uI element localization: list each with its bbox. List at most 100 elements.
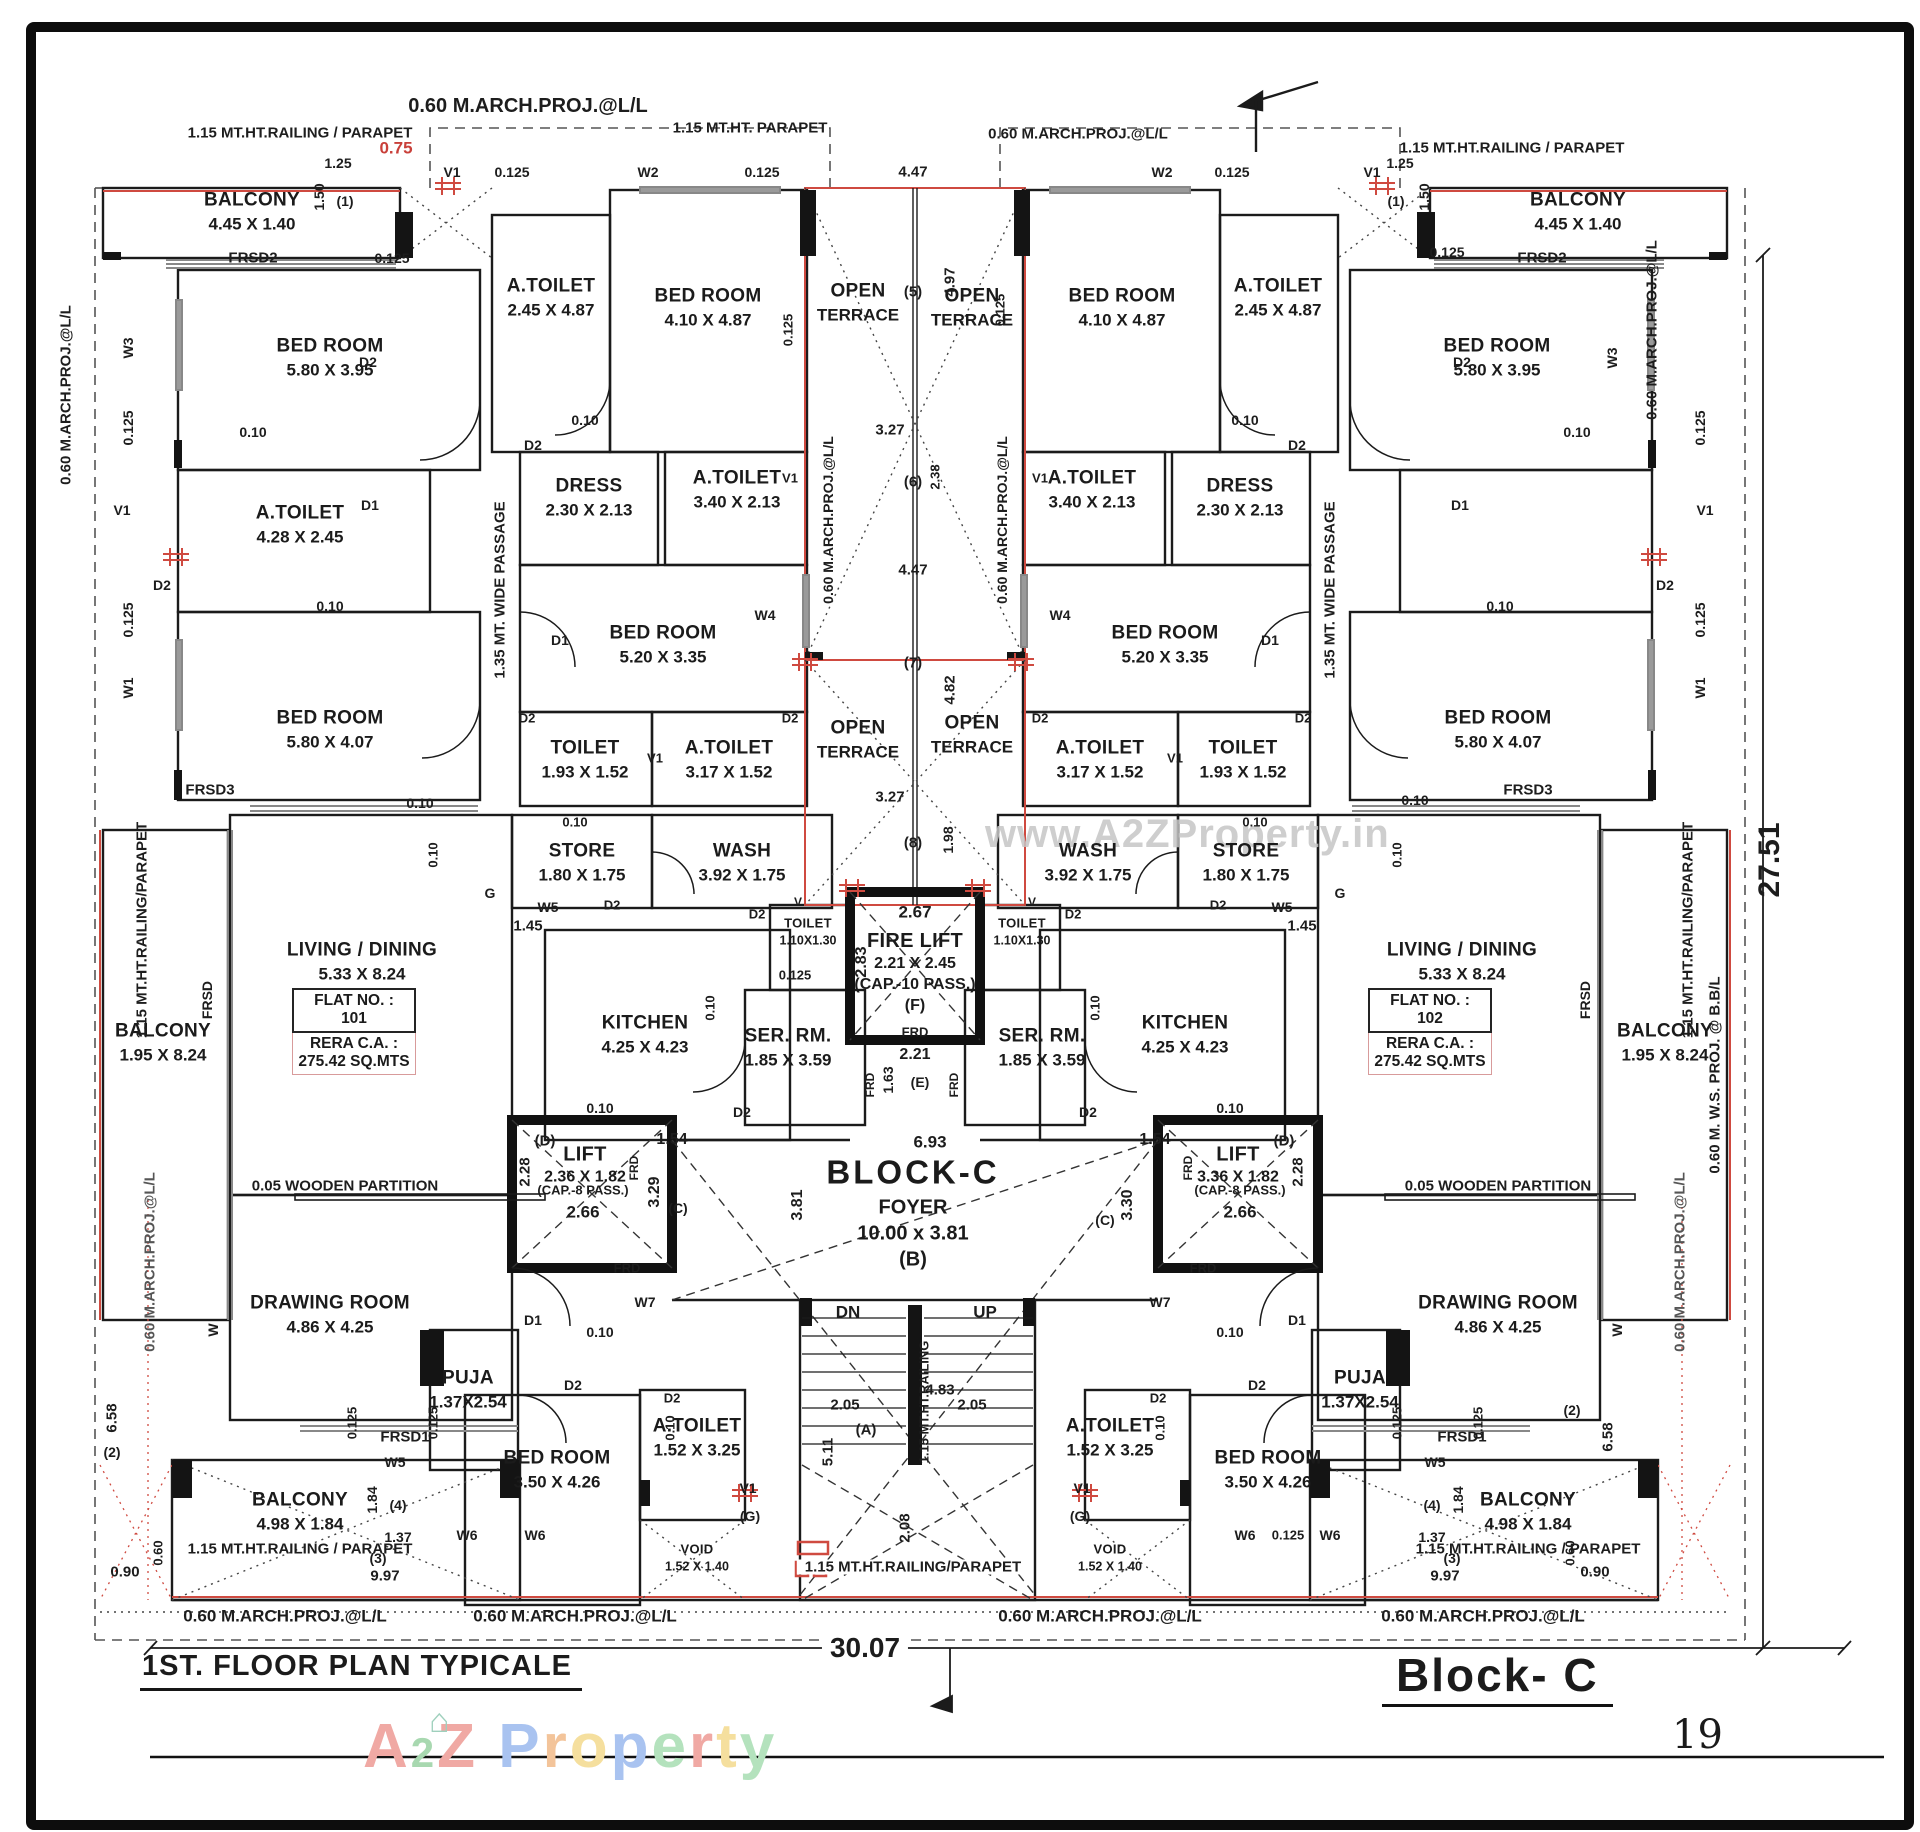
dim-label: W5 xyxy=(384,1454,406,1470)
dim-label: 0.60 M.ARCH.PROJ.@L/L xyxy=(1381,1606,1585,1626)
dim-label: (G) xyxy=(1069,1508,1091,1524)
dim-label: V1 xyxy=(1167,750,1183,766)
dim-label: (C) xyxy=(668,1200,688,1216)
dim-label: (3) xyxy=(1443,1550,1461,1566)
logo-letter: r xyxy=(688,1712,717,1781)
dim-label: V1 xyxy=(1073,1480,1091,1496)
logo-letter: r xyxy=(542,1712,570,1781)
dim-label: 1.25 xyxy=(324,155,352,171)
room-dims: 1.37X2.54 xyxy=(429,1392,507,1412)
room-name: VOID xyxy=(1093,1541,1127,1557)
logo-letter: t xyxy=(716,1712,740,1781)
dim-label: 9.97 xyxy=(370,1567,400,1585)
dim-label: 9.97 xyxy=(1430,1567,1460,1585)
dim-label: 1.15 MT.HT. PARAPET xyxy=(672,119,828,137)
room-dims: 5.20 X 3.35 xyxy=(1121,647,1209,667)
dim-label: 0.125 xyxy=(778,967,812,983)
rera-value: 275.42 SQ.MTS xyxy=(298,1053,410,1070)
rera-value: 275.42 SQ.MTS xyxy=(1374,1053,1486,1070)
room-dims: TERRACE xyxy=(930,310,1014,330)
dim-label: (6) xyxy=(903,473,923,491)
room-dims: TERRACE xyxy=(930,737,1014,757)
room-name: KITCHEN xyxy=(601,1012,689,1034)
dim-label: D1 xyxy=(1261,632,1279,648)
dim-label: 2.21 xyxy=(899,1046,931,1063)
dim-label: 0.60 M.ARCH.PROJ.@L/L xyxy=(183,1606,387,1626)
dim-label: D1 xyxy=(524,1312,542,1328)
room-name: SER. RM. xyxy=(998,1025,1086,1047)
dim-label: FRSD2 xyxy=(1517,249,1567,267)
dim-label: 4.47 xyxy=(898,163,928,181)
room-name: BALCONY xyxy=(114,1020,212,1042)
room-dims: 5.80 X 4.07 xyxy=(286,732,374,752)
logo-letter: 2 xyxy=(410,1729,438,1776)
dim-label: 0.125 xyxy=(1271,1527,1305,1543)
dim-label: 0.10 xyxy=(316,598,344,614)
room-name: A.TOILET xyxy=(506,275,596,297)
room-dims: 4.86 X 4.25 xyxy=(1454,1317,1542,1337)
room-name: A.TOILET xyxy=(255,502,345,524)
room-dims: 5.80 X 3.95 xyxy=(1453,360,1541,380)
dim-label: D2 xyxy=(603,897,621,913)
dim-label: V1 xyxy=(1032,470,1048,486)
dim-label: G xyxy=(1334,885,1346,901)
dim-label: (8) xyxy=(903,834,923,852)
room-dims: 5.80 X 4.07 xyxy=(1454,732,1542,752)
dim-label: (D) xyxy=(1273,1132,1295,1150)
dim-label: D2 xyxy=(1294,710,1312,726)
dim-label: W2 xyxy=(1151,164,1173,180)
room-dims: (B) xyxy=(899,1248,927,1271)
logo-house-icon: ⌂ xyxy=(429,1702,453,1740)
dim-label: FRSD3 xyxy=(1503,781,1553,799)
room-name: DRESS xyxy=(555,475,623,497)
room-name: A.TOILET xyxy=(1065,1415,1155,1437)
dim-label: 0.125 xyxy=(1214,164,1250,180)
dim-label: 0.10 xyxy=(562,814,588,830)
dim-label: (4) xyxy=(389,1497,407,1513)
room-name: BED ROOM xyxy=(609,622,717,644)
room-dims: 1.80 X 1.75 xyxy=(538,865,626,885)
dim-label: W5 xyxy=(537,899,559,915)
room-name: BED ROOM xyxy=(276,707,384,729)
dim-label: 0.125 xyxy=(744,164,780,180)
dim-label: D1 xyxy=(1451,497,1469,513)
room-label-balcony-strip-left: BALCONY 1.95 X 8.24 xyxy=(115,1020,211,1067)
dim-label: W7 xyxy=(634,1294,656,1310)
dim-label: 4.47 xyxy=(898,561,928,579)
room-dims: 1.95 X 8.24 xyxy=(119,1045,207,1065)
dim-label: V1 xyxy=(1363,164,1381,180)
dim-label: 1.54 xyxy=(656,1131,688,1148)
dim-label: D2 xyxy=(1209,897,1227,913)
dim-label: (D) xyxy=(534,1132,556,1150)
dim-label: UP xyxy=(973,1302,997,1322)
page-border-frame xyxy=(26,22,1914,1830)
dim-label: FRD xyxy=(1189,1260,1217,1276)
dim-label: 0.90 xyxy=(1580,1563,1610,1581)
dim-label: 0.75 xyxy=(379,138,413,158)
dim-label: 0.60 M.ARCH.PROJ.@L/L xyxy=(408,95,648,117)
room-dims: TERRACE xyxy=(816,305,900,325)
logo-letter: P xyxy=(498,1712,543,1781)
room-dims: 4.25 X 4.23 xyxy=(1141,1037,1229,1057)
room-name: TOILET xyxy=(1208,737,1278,759)
dim-label: 1.45 xyxy=(1287,917,1317,935)
flat-info-box-102: FLAT NO. : 102 RERA C.A. : 275.42 SQ.MTS xyxy=(1368,988,1492,1075)
dim-label: 0.125 xyxy=(494,164,530,180)
dim-label: D2 xyxy=(1656,577,1674,593)
room-dims: 3.92 X 1.75 xyxy=(1044,865,1132,885)
dim-label: 1.15 MT.HT.RAILING / PARAPET xyxy=(187,1540,413,1558)
dim-label: V1 xyxy=(782,470,798,486)
